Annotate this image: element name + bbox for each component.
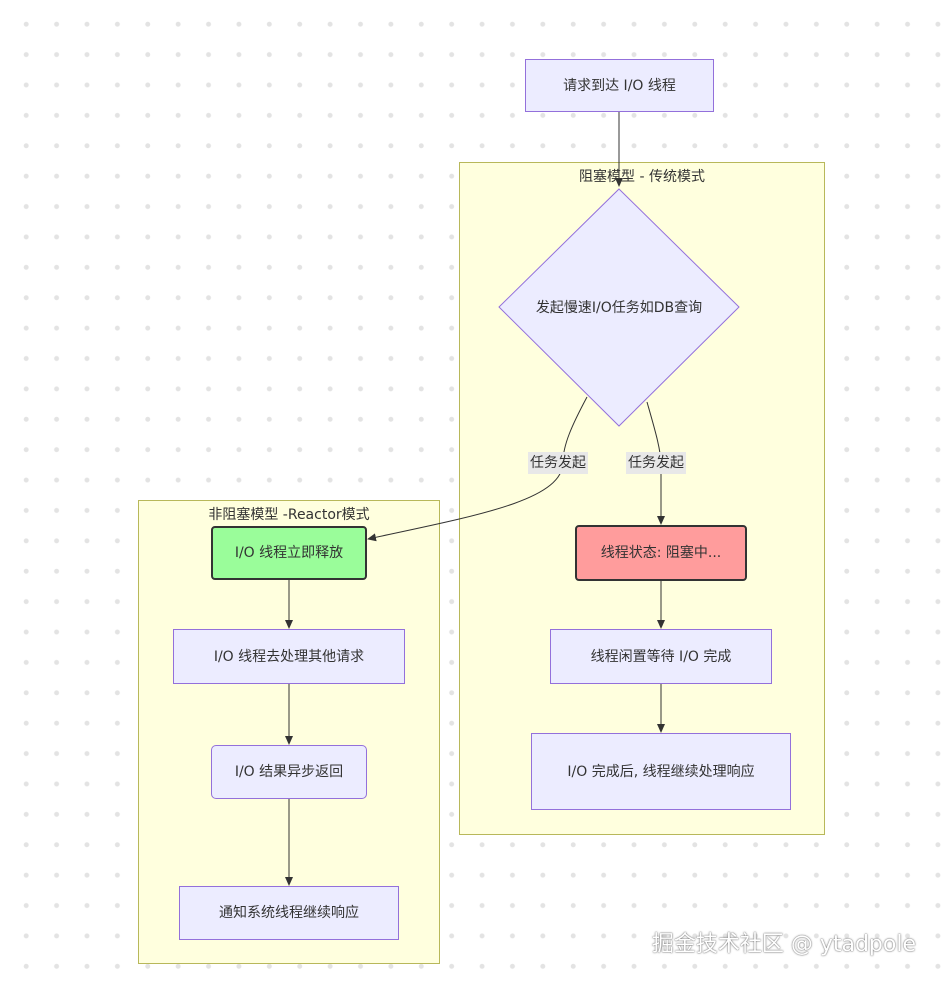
node-io-result-async-return: I/O 结果异步返回 [211, 745, 367, 799]
node-io-thread-handle-other: I/O 线程去处理其他请求 [173, 629, 405, 684]
edge-label-right: 任务发起 [626, 452, 686, 474]
node-notify-thread: 通知系统线程继续响应 [179, 886, 399, 940]
cluster-title-nonblocking: 非阻塞模型 -Reactor模式 [208, 507, 370, 523]
node-decision-label: 发起慢速I/O任务如DB查询 [535, 300, 703, 316]
cluster-title-blocking: 阻塞模型 - 传统模式 [579, 169, 705, 185]
edge-label-left: 任务发起 [528, 452, 588, 474]
edge-decision-release [367, 396, 588, 542]
node-thread-blocking: 线程状态: 阻塞中... [575, 525, 747, 581]
decision-diamond [498, 188, 740, 427]
node-io-thread-release: I/O 线程立即释放 [211, 526, 367, 580]
node-thread-idle-wait: 线程闲置等待 I/O 完成 [550, 629, 772, 684]
node-request-arrives: 请求到达 I/O 线程 [525, 59, 714, 112]
node-thread-continue: I/O 完成后, 线程继续处理响应 [531, 733, 791, 810]
watermark: 掘金技术社区 @ ytadpole [651, 932, 916, 957]
